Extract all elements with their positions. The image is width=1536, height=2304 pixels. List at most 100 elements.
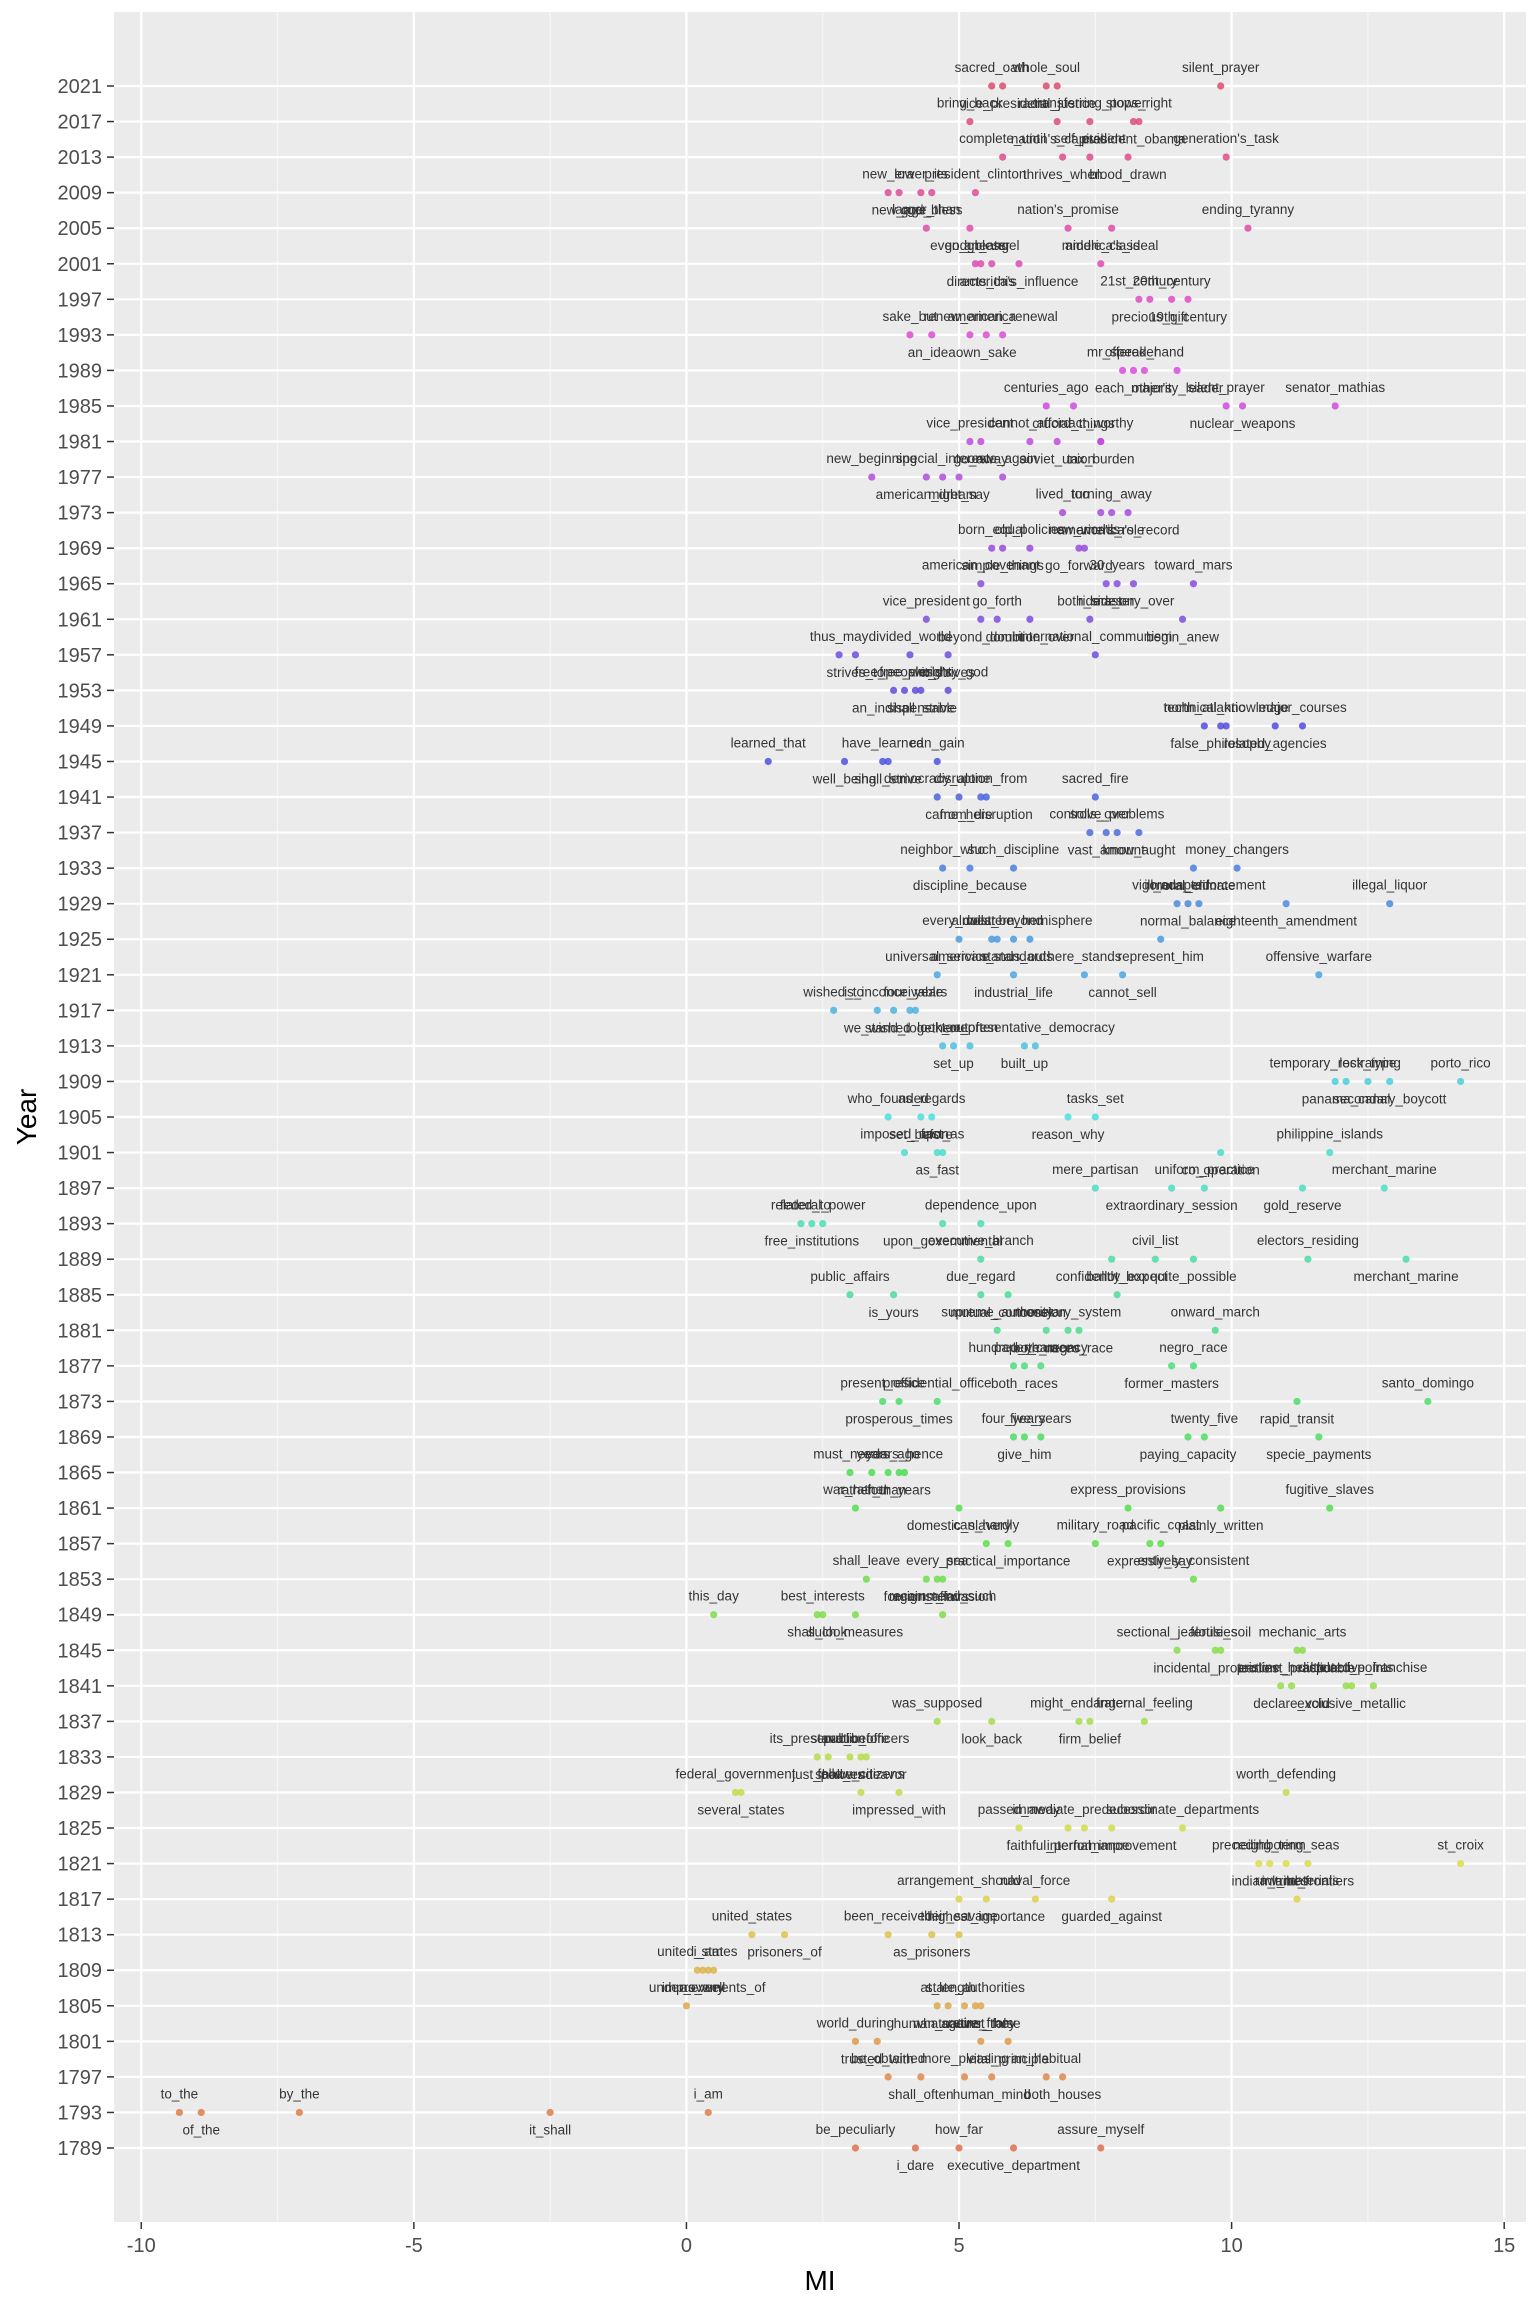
data-point [977,1291,985,1299]
data-point [1009,1433,1018,1441]
data-point [966,864,974,872]
bigram-label: lock_type [1339,1055,1396,1070]
bigram-label: american_dream [876,487,977,502]
bigram-label: paper_currency [994,1340,1088,1355]
data-point [933,1148,941,1157]
bigram-label: as_fast [915,1163,959,1178]
data-point [944,686,952,694]
bigram-label: nuclear_weapons [1190,416,1296,431]
bigram-label: set_up [933,1056,974,1071]
data-point [900,1468,909,1477]
bigram-label: dominion_over [986,629,1075,644]
data-point [966,437,974,446]
bigram-label: we_wished [843,1020,911,1035]
bigram-label: plainly_written [1178,1518,1264,1533]
data-point [1168,1184,1176,1192]
bigram-label: each_other's [1095,380,1172,395]
data-point [939,1611,947,1619]
bigram-label: special_interest [896,451,990,466]
data-point [999,153,1007,161]
data-point [1298,1184,1307,1192]
bigram-label: public_affairs [810,1269,890,1284]
bigram-label: stand_before [811,1731,890,1746]
bigram-label: quite_possible [1150,1269,1236,1284]
y-tick-label: 1937 [58,823,103,845]
data-point [988,544,996,552]
bigram-label: nation's_promise [1017,202,1119,217]
bigram-label: beyond_doubt [938,629,1024,644]
data-point [1200,722,1208,730]
bigram-label: practical_importance [946,1554,1071,1569]
y-tick-label: 1797 [58,2067,103,2089]
data-point [955,793,963,801]
bigram-label: both_races [1013,1340,1080,1355]
bigram-label: illegal_liquor [1352,878,1428,893]
bigram-label: turning_away [1072,487,1153,502]
data-point [977,2002,985,2010]
bigram-label: stands_out [981,949,1047,964]
bigram-label: vice_president [959,96,1046,111]
bigram-label: can_hardly [953,1518,1019,1533]
bigram-label: mechanic_arts [1259,1624,1347,1639]
y-tick-label: 1873 [58,1391,103,1413]
data-point [1146,1540,1154,1548]
data-point [1108,224,1116,232]
bigram-label: gold_reserve [1263,1198,1341,1213]
bigram-label: an_angel [964,238,1020,253]
data-point [879,1397,887,1406]
y-tick-label: 1845 [58,1640,103,1662]
data-point [846,1468,854,1477]
y-tick-label: 1813 [58,1925,103,1947]
data-point [939,1575,947,1583]
data-point [884,189,892,197]
bigram-label: riders_on [1078,594,1134,609]
bigram-label: federal_power [780,1198,866,1213]
data-point [1402,1255,1410,1263]
y-tick-label: 2001 [58,254,103,276]
data-point [922,224,930,232]
bigram-label: racial_justice [1018,96,1096,111]
data-point [1097,509,1105,517]
data-point [1004,2037,1012,2045]
bigram-label: vice_president [926,416,1013,431]
data-point [977,580,985,588]
bigram-label: soviet_union [1019,452,1095,467]
data-point [955,1504,963,1512]
bigram-label: st_croix [1437,1838,1484,1853]
data-point [955,2144,963,2152]
data-point [933,2002,941,2010]
data-point [1113,580,1121,588]
data-point [1124,509,1132,517]
bigram-label: worth_defending [1235,1766,1336,1781]
bigram-label: panama_canal [1302,1091,1391,1106]
bigram-label: sectional_jealousies [1117,1624,1238,1639]
data-point [1271,722,1279,730]
bigram-label: both_races [991,1376,1058,1391]
data-point [835,651,843,659]
data-point [710,1611,718,1619]
bigram-label: onward_march [1171,1304,1260,1319]
bigram-label: their_savage [920,1909,997,1924]
bigram-label: fellow_citizens [817,1766,904,1781]
data-point [1217,82,1225,90]
data-point [1173,366,1181,375]
data-point [889,686,898,694]
bigram-label: ending_tyranny [1202,202,1295,217]
y-tick-label: 1901 [58,1143,103,1165]
bigram-label: offensive_warfare [1266,949,1372,964]
data-point [1020,1433,1029,1441]
data-point [906,1006,914,1014]
data-point [1386,900,1394,908]
data-point [830,1006,838,1014]
data-point [1097,437,1105,446]
bigram-label: stops_right [1106,96,1172,111]
y-tick-label: 1957 [58,645,103,667]
data-point [933,1575,941,1583]
bigram-label: god_bless [945,238,1007,253]
data-point [175,2108,184,2117]
bigram-label: reason_why [1032,1127,1105,1142]
y-tick-label: 1945 [58,751,103,773]
bigram-label: free_peoples [855,664,933,679]
data-point [1140,1717,1148,1725]
y-tick-label: 1825 [58,1818,103,1840]
